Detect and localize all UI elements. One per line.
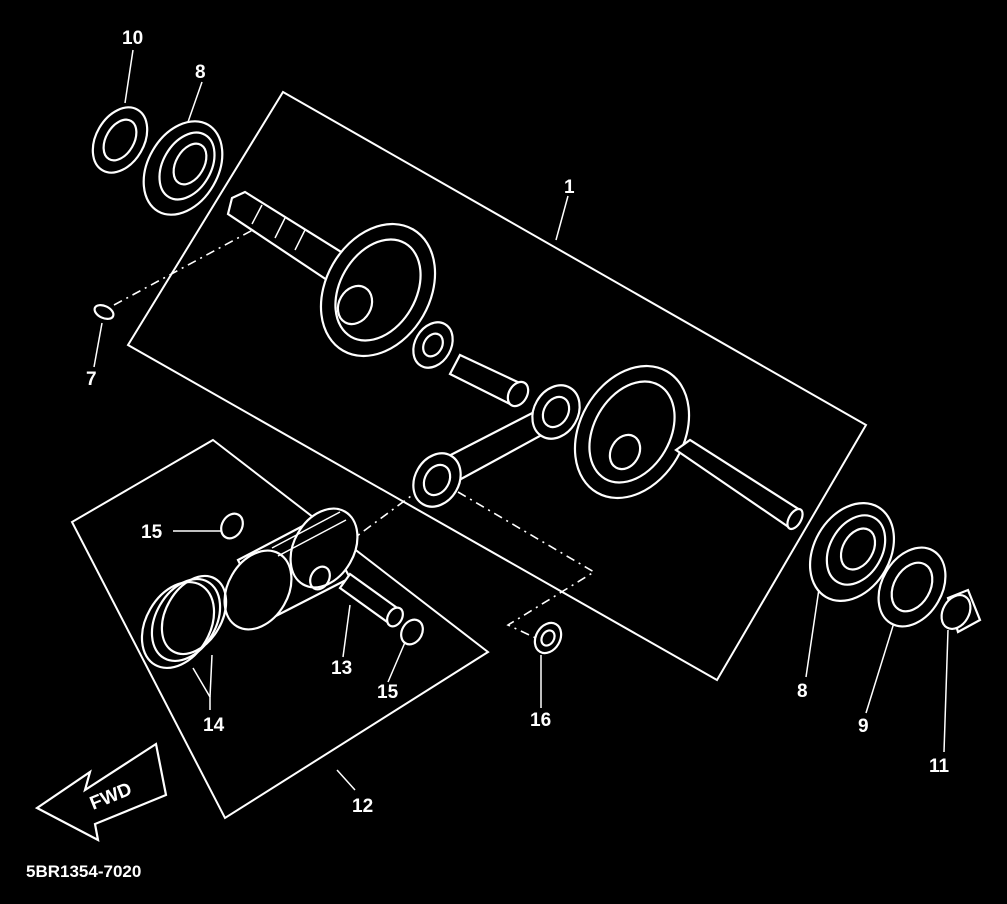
callout-8-left: 8 [195,62,206,83]
oil-seal-part-9 [877,546,947,628]
circlip-part-15-lower [400,618,424,646]
piston-pin-part-13 [338,572,404,628]
callout-9: 9 [858,716,869,737]
bearing-part-8-right [808,502,896,602]
crankshaft-part-1 [226,190,804,531]
callout-15-lower: 15 [377,682,399,703]
needle-bearing-part-16 [533,621,563,655]
callout-1: 1 [564,177,575,198]
collar-part-11 [940,588,982,634]
callout-7: 7 [86,369,97,390]
piston-group-frame [70,438,490,820]
leader-lines [93,49,949,791]
piston [223,507,359,631]
piston-rings-part-14 [140,574,228,670]
diagram-code: 5BR1354-7020 [26,862,141,881]
callout-14: 14 [203,715,225,736]
oil-seal-part-10 [91,106,149,174]
connecting-rod [412,384,581,508]
callout-12: 12 [352,796,373,817]
callout-16: 16 [530,710,551,731]
fwd-arrow: FWD [34,742,168,843]
bearing-part-8-left [142,120,224,216]
callout-13: 13 [331,658,352,679]
callout-11: 11 [929,756,950,777]
callout-10: 10 [122,28,143,49]
callout-labels: 1 7 8 8 9 10 11 12 13 14 15 15 16 [86,28,950,817]
callout-15-upper: 15 [141,522,163,543]
circlip-part-15-upper [220,512,244,540]
woodruff-key-part-7 [93,304,115,320]
crankshaft-group-frame [126,90,868,682]
callout-8-right: 8 [797,681,808,702]
